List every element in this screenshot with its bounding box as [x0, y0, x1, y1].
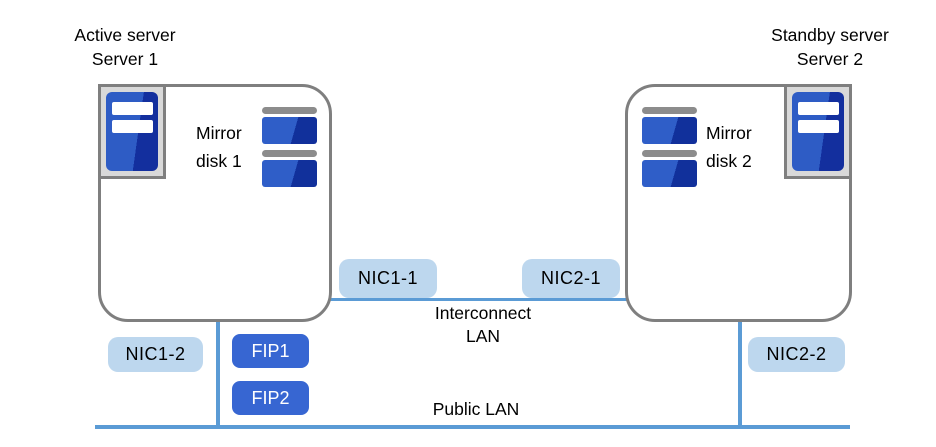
mirror-disk1-label: Mirror disk 1	[196, 119, 266, 175]
mirror-disk2-label-line2: disk 2	[706, 151, 752, 171]
fip1-badge: FIP1	[232, 334, 309, 368]
disk-platter-icon	[262, 117, 317, 144]
interconnect-lan-label: Interconnect LAN	[403, 302, 563, 348]
server-tower-icon	[106, 92, 158, 171]
disk-cap-icon	[642, 150, 697, 157]
drive-slot-icon	[798, 102, 839, 115]
server1-title: Active server Server 1	[40, 23, 210, 71]
fip2-badge: FIP2	[232, 381, 309, 415]
mirror-disk2-label: Mirror disk 2	[706, 119, 776, 175]
disk-cap-icon	[262, 150, 317, 157]
disk-cap-icon	[262, 107, 317, 114]
interconnect-lan-line	[330, 298, 627, 301]
public-lan-label: Public LAN	[432, 399, 520, 419]
disk-stack-icon	[262, 107, 317, 187]
server2-name-label: Server 2	[796, 49, 864, 69]
disk-platter-icon	[642, 117, 697, 144]
disk-platter-icon	[642, 160, 697, 187]
server2-title: Standby server Server 2	[745, 23, 915, 71]
server1-icon-frame	[98, 84, 166, 179]
mirror-disk2-label-line1: Mirror	[706, 123, 752, 143]
drive-slot-icon	[112, 102, 153, 115]
mirror-disk1-label-line1: Mirror	[196, 123, 242, 143]
server2-icon-frame	[784, 84, 852, 179]
nic2-2-badge: NIC2-2	[748, 337, 845, 372]
server1-role-label: Active server	[74, 25, 176, 45]
disk-stack-icon	[642, 107, 697, 187]
server2-role-label: Standby server	[771, 25, 889, 45]
server2-public-connector-line	[738, 318, 742, 429]
drive-slot-icon	[112, 120, 153, 133]
disk-platter-icon	[262, 160, 317, 187]
nic2-1-badge: NIC2-1	[522, 259, 620, 298]
interconnect-label-line1: Interconnect	[434, 303, 532, 323]
server-tower-icon	[792, 92, 844, 171]
nic1-1-badge: NIC1-1	[339, 259, 437, 298]
interconnect-label-line2: LAN	[465, 326, 501, 346]
drive-slot-icon	[798, 120, 839, 133]
server1-name-label: Server 1	[91, 49, 159, 69]
nic1-2-badge: NIC1-2	[108, 337, 203, 372]
server1-public-connector-line	[216, 318, 220, 429]
mirror-disk1-label-line2: disk 1	[196, 151, 242, 171]
public-lan-line	[95, 425, 850, 429]
disk-cap-icon	[642, 107, 697, 114]
